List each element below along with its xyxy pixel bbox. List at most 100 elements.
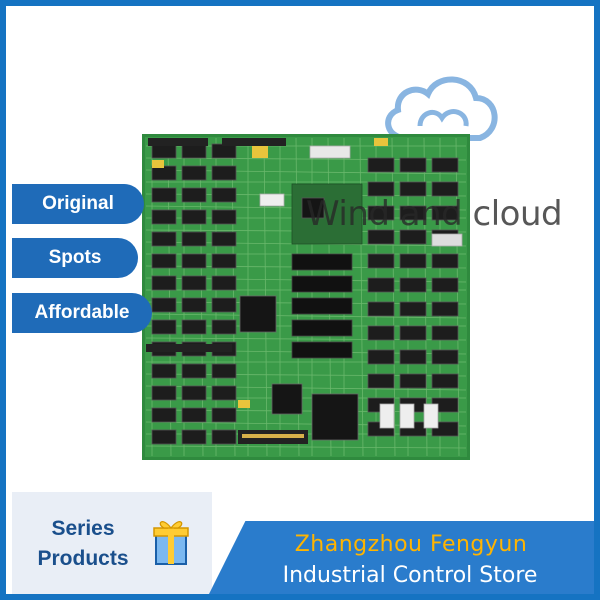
dip-chip: [367, 253, 395, 269]
series-line1: Series: [51, 517, 115, 540]
memory-chip: [291, 341, 353, 359]
dip-chip: [151, 385, 177, 401]
dip-chip: [367, 157, 395, 173]
dip-chip: [181, 297, 207, 313]
dip-chip: [399, 181, 427, 197]
dip-chip: [151, 319, 177, 335]
dip-chip: [181, 231, 207, 247]
dip-chip: [399, 373, 427, 389]
connector: [148, 138, 208, 146]
dip-chip: [367, 349, 395, 365]
dip-chip: [181, 319, 207, 335]
dip-chip: [151, 143, 177, 159]
dip-chip: [431, 349, 459, 365]
gift-icon: [153, 521, 189, 565]
capacitor: [152, 160, 164, 168]
socket: [399, 403, 415, 429]
dip-chip: [431, 325, 459, 341]
dip-chip: [181, 407, 207, 423]
dip-chip: [431, 421, 459, 437]
dip-chip: [211, 297, 237, 313]
dip-chip: [151, 297, 177, 313]
dip-chip: [151, 407, 177, 423]
dip-chip: [431, 301, 459, 317]
dip-chip: [181, 253, 207, 269]
dip-chip: [181, 209, 207, 225]
dip-chip: [151, 429, 177, 445]
processor-chip: [239, 295, 277, 333]
dip-chip: [211, 209, 237, 225]
capacitor: [374, 138, 388, 146]
dip-chip: [431, 157, 459, 173]
dip-chip: [367, 229, 395, 245]
dip-chip: [367, 301, 395, 317]
capacitor: [252, 146, 268, 158]
dip-chip: [151, 231, 177, 247]
dip-chip: [181, 385, 207, 401]
dip-chip: [367, 325, 395, 341]
dip-chip: [181, 143, 207, 159]
dip-chip: [211, 187, 237, 203]
series-line2: Products: [37, 547, 129, 570]
dip-chip: [431, 181, 459, 197]
store-banner: [206, 521, 594, 594]
dip-chip: [431, 277, 459, 293]
series-products-label: Series Products: [18, 514, 148, 574]
header-connector: [431, 233, 463, 247]
dip-chip: [399, 349, 427, 365]
tag-spots: Spots: [12, 238, 138, 278]
dip-chip: [399, 157, 427, 173]
dip-chip: [181, 187, 207, 203]
cloud-icon: [385, 76, 498, 141]
dip-chip: [399, 253, 427, 269]
dip-chip: [367, 181, 395, 197]
daughter-chip: [301, 197, 325, 219]
dip-chip: [399, 205, 427, 221]
dip-chip: [367, 373, 395, 389]
store-subtitle: Industrial Control Store: [282, 563, 538, 588]
store-name: Zhangzhou Fengyun: [294, 532, 528, 557]
tag-original: Original: [12, 184, 144, 224]
dip-chip: [431, 205, 459, 221]
dip-chip: [211, 429, 237, 445]
memory-chip: [291, 253, 353, 271]
dip-chip: [399, 301, 427, 317]
dip-chip: [211, 165, 237, 181]
memory-chip: [291, 275, 353, 293]
dip-chip: [431, 373, 459, 389]
dip-chip: [181, 165, 207, 181]
socket: [423, 403, 439, 429]
dip-chip: [151, 209, 177, 225]
capacitor: [238, 400, 250, 408]
header-connector: [259, 193, 285, 207]
dip-chip: [399, 325, 427, 341]
dip-chip: [211, 385, 237, 401]
dip-chip: [181, 363, 207, 379]
dip-chip: [211, 275, 237, 291]
dip-chip: [211, 363, 237, 379]
dip-chip: [151, 187, 177, 203]
dip-chip: [211, 231, 237, 247]
dip-chip: [151, 165, 177, 181]
dip-chip: [367, 205, 395, 221]
dip-chip: [211, 143, 237, 159]
dip-chip: [181, 429, 207, 445]
connector: [146, 344, 232, 352]
circuit-board-image: [142, 134, 470, 460]
dip-chip: [151, 363, 177, 379]
dip-chip: [399, 229, 427, 245]
dip-chip: [399, 277, 427, 293]
dip-chip: [211, 407, 237, 423]
connector-pins: [242, 434, 304, 438]
processor-chip: [311, 393, 359, 441]
socket: [379, 403, 395, 429]
dip-chip: [211, 253, 237, 269]
dip-chip: [211, 319, 237, 335]
dip-chip: [367, 277, 395, 293]
connector: [222, 138, 286, 146]
dip-chip: [151, 253, 177, 269]
header-connector: [309, 145, 351, 159]
memory-chip: [291, 319, 353, 337]
dip-chip: [181, 275, 207, 291]
